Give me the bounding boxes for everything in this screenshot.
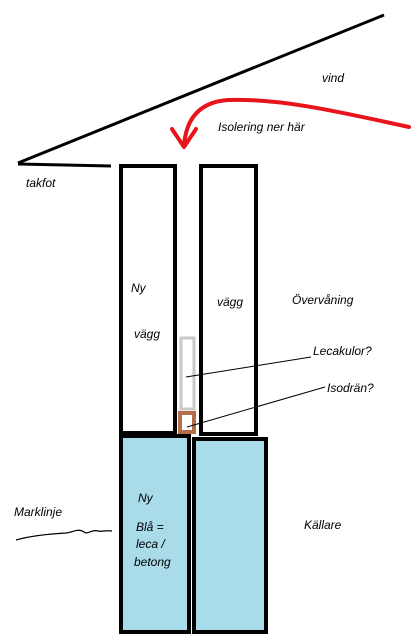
new-lower-wall-label: Ny	[138, 491, 154, 505]
new-lower-wall	[119, 434, 191, 634]
upper-lower-joint	[120, 431, 176, 438]
eave-label: takfot	[26, 176, 56, 190]
blue-legend-line2: leca /	[136, 537, 166, 551]
wall-label-right: vägg	[217, 295, 243, 309]
wall-label-left: vägg	[134, 327, 160, 341]
isodran-pointer	[186, 386, 326, 428]
lecakulor-label: Lecakulor?	[313, 344, 372, 358]
new-wall-label: Ny	[131, 281, 147, 295]
upper-wall-right	[199, 164, 258, 436]
blue-legend-line3: betong	[134, 555, 171, 569]
basement-wall-right	[192, 437, 268, 634]
insulation-arrow	[182, 97, 411, 148]
lecakulor-fill	[179, 336, 196, 411]
isodran-label: Isodrän?	[327, 381, 374, 395]
ground-line	[15, 529, 113, 541]
lecakulor-pointer	[185, 356, 312, 378]
blue-legend-line1: Blå =	[136, 520, 164, 534]
eave-line	[17, 162, 112, 168]
wind-label: vind	[322, 71, 344, 85]
ground-line-label: Marklinje	[14, 505, 62, 519]
basement-label: Källare	[304, 518, 342, 532]
roof-line	[17, 13, 385, 165]
new-upper-wall	[119, 164, 177, 435]
insulation-label: Isolering ner här	[218, 120, 306, 134]
upper-floor-label: Övervåning	[292, 293, 354, 307]
isodran-block	[178, 411, 196, 434]
insulation-arrowhead	[170, 127, 198, 149]
